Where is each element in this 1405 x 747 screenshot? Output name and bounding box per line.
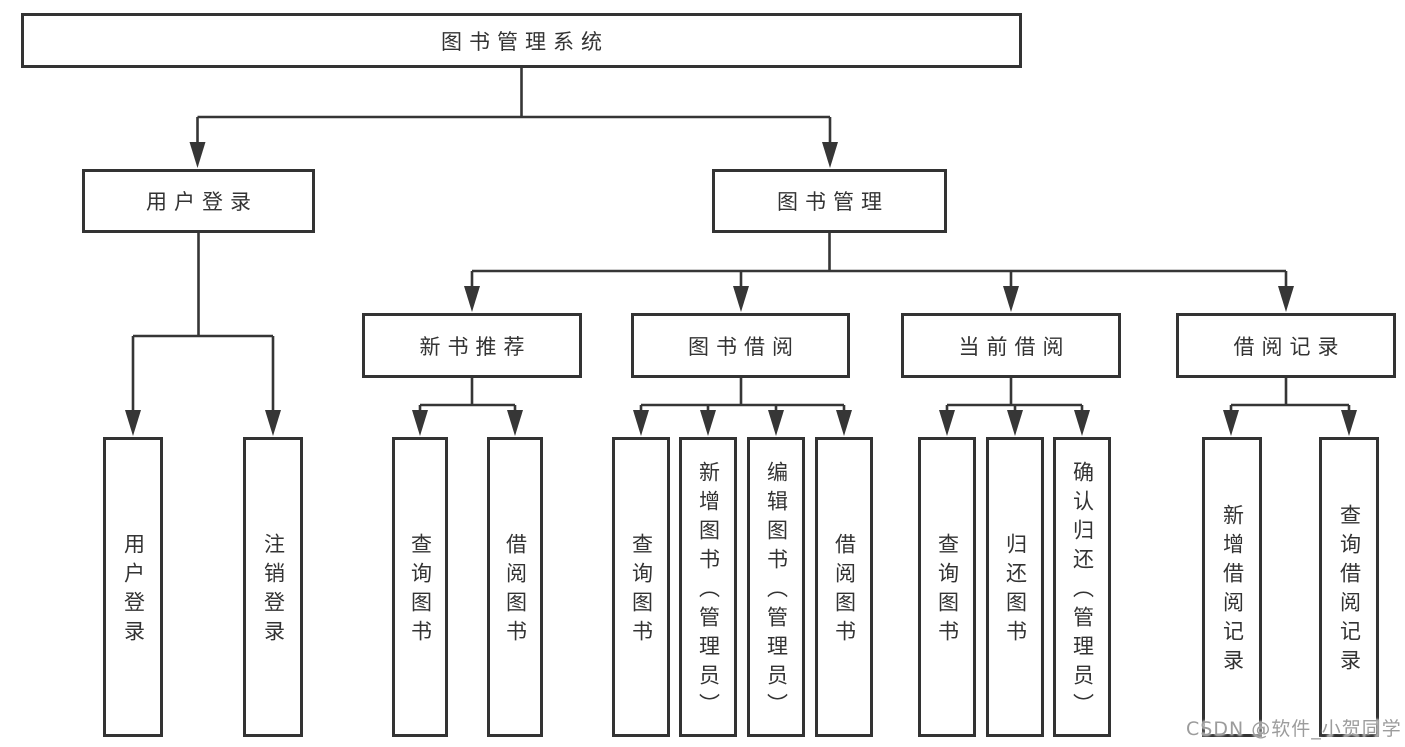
node-label: 归还图书	[1003, 533, 1028, 649]
node-book-management: 图书管理	[712, 169, 947, 233]
node-label: 图书借阅	[688, 334, 800, 359]
leaf-borrow-books: 借阅图书	[815, 437, 873, 737]
leaf-query-books-current: 查询图书	[918, 437, 976, 737]
node-book-management-system: 图书管理系统	[21, 13, 1022, 68]
node-label: 图书管理系统	[441, 29, 609, 54]
node-new-book-recommend: 新书推荐	[362, 313, 582, 378]
node-label: 当前借阅	[958, 334, 1071, 359]
node-label: 新书推荐	[419, 334, 532, 359]
node-label: 查询借阅记录	[1337, 504, 1362, 678]
leaf-confirm-return-admin: 确认归还（管理员）	[1053, 437, 1111, 737]
leaf-return-books: 归还图书	[986, 437, 1044, 737]
node-label: 查询图书	[935, 533, 960, 649]
leaf-query-books-recommend: 查询图书	[392, 437, 448, 737]
leaf-query-books-borrow: 查询图书	[612, 437, 670, 737]
arrowheads	[125, 142, 1357, 436]
leaf-borrow-books-recommend: 借阅图书	[487, 437, 543, 737]
leaf-query-borrow-record: 查询借阅记录	[1319, 437, 1379, 737]
node-user-login: 用户登录	[82, 169, 315, 233]
node-label: 新增图书（管理员）	[696, 460, 721, 722]
connector-paths	[131, 68, 1351, 418]
node-label: 注销登录	[261, 533, 286, 649]
node-label: 图书管理	[777, 190, 889, 214]
leaf-logout: 注销登录	[243, 437, 303, 737]
node-book-borrow: 图书借阅	[631, 313, 850, 378]
node-label: 新增借阅记录	[1220, 504, 1245, 678]
leaf-edit-book-admin: 编辑图书（管理员）	[747, 437, 805, 737]
node-label: 查询图书	[629, 533, 654, 649]
node-label: 用户登录	[146, 190, 258, 214]
node-label: 编辑图书（管理员）	[764, 460, 789, 722]
csdn-watermark: CSDN @软件_小贺同学	[1186, 718, 1402, 740]
node-label: 用户登录	[121, 533, 146, 649]
node-label: 借阅图书	[503, 533, 528, 649]
leaf-user-login: 用户登录	[103, 437, 163, 737]
leaf-add-borrow-record: 新增借阅记录	[1202, 437, 1262, 737]
node-borrow-records: 借阅记录	[1176, 313, 1396, 378]
node-label: 确认归还（管理员）	[1070, 460, 1095, 722]
node-current-borrow: 当前借阅	[901, 313, 1121, 378]
node-label: 借阅图书	[832, 533, 857, 649]
node-label: 借阅记录	[1233, 334, 1346, 359]
leaf-add-book-admin: 新增图书（管理员）	[679, 437, 737, 737]
node-label: 查询图书	[408, 533, 433, 649]
